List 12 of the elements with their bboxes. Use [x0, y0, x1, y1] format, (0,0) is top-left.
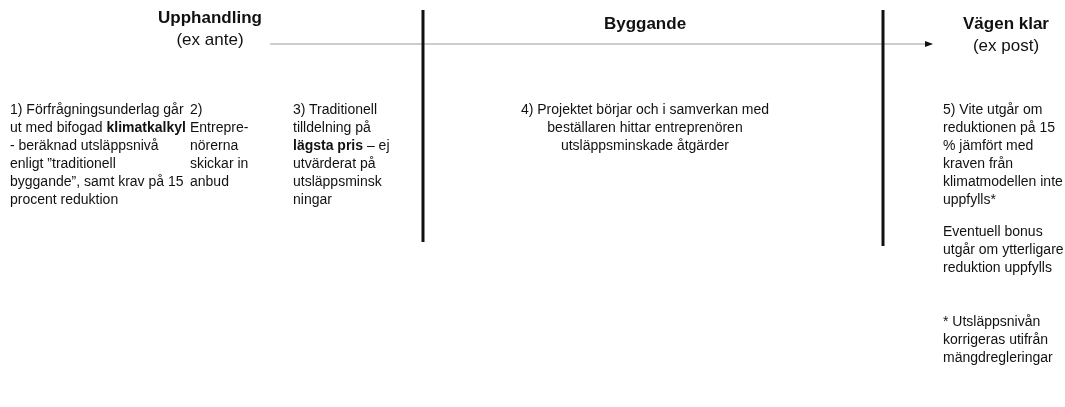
- phase-heading: Byggande: [602, 14, 688, 34]
- step-text: 4) Projektet börjar och i samverkan med beställaren hittar entreprenören utsläppsminskade åtgärder: [519, 100, 771, 154]
- step-text: 1) Förfrågningsunderlag går ut med bifogad klimatkalkyl - beräknad utsläppsnivå enligt ”traditionell byggande”, samt krav på 15 procent reduktion: [10, 100, 186, 208]
- step-text: Eventuell bonus utgår om ytterligare reduktion uppfylls: [943, 222, 1065, 276]
- step-text: 3) Traditionell tilldelning på lägsta pris – ej utvärderat på utsläppsminsk ningar: [293, 100, 391, 208]
- phase-subheading: (ex ante): [175, 30, 245, 50]
- phase-subheading: (ex post): [971, 36, 1041, 56]
- step-text: 5) Vite utgår om reduktionen på 15 % jämfört med kraven från klimatmodellen inte uppfylls*: [943, 100, 1064, 208]
- step-text: 2) Entrepre- nörerna skickar in anbud: [190, 100, 250, 190]
- phase-heading: Upphandling: [157, 8, 263, 28]
- step-text: * Utsläppsnivån korrigeras utifrån mängdregleringar: [943, 312, 1054, 366]
- phase-heading: Vägen klar: [962, 14, 1050, 34]
